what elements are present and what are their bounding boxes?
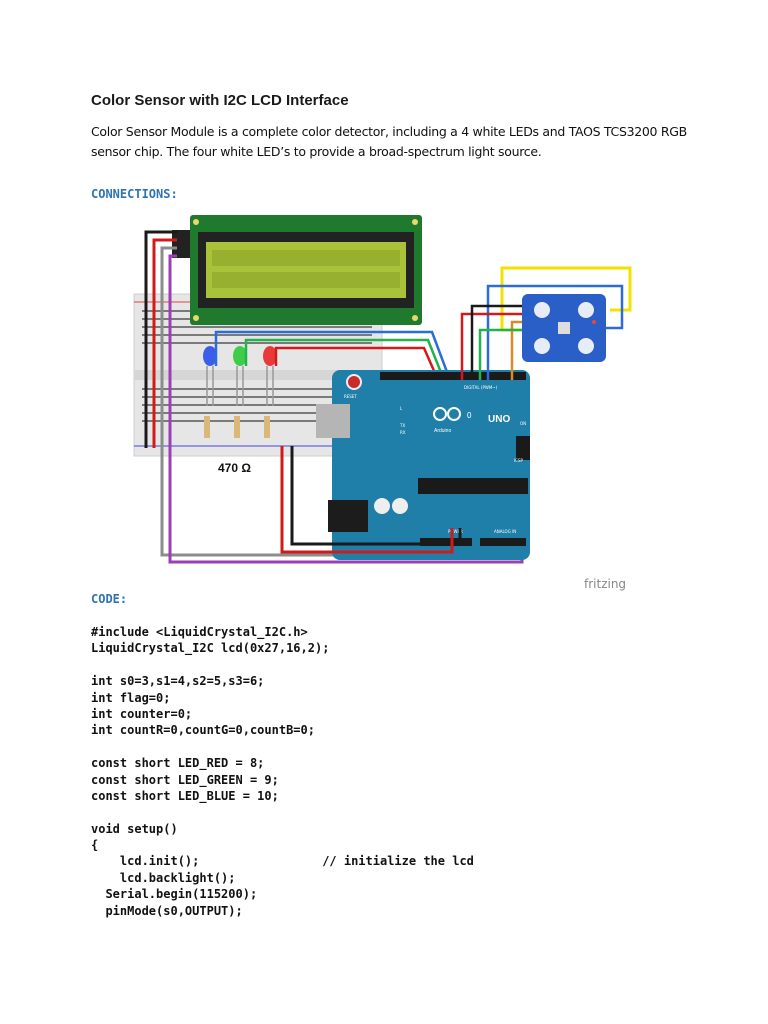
usb-port — [316, 404, 350, 438]
power-label: POWER — [448, 529, 463, 534]
code-line: lcd.init(); // initialize the lcd — [91, 854, 474, 869]
led-green — [233, 346, 247, 406]
code-heading: CODE: — [91, 592, 128, 606]
board-brand: UNO — [488, 414, 510, 425]
wire-green-sensor — [478, 328, 522, 380]
wire-orange — [510, 320, 522, 380]
rx-label: RX — [400, 430, 406, 435]
led-blue — [203, 346, 217, 406]
reset-label: RESET — [344, 394, 357, 399]
digital-label: DIGITAL (PWM~) — [464, 385, 498, 390]
resistors — [204, 416, 270, 438]
code-line: lcd.backlight(); — [91, 870, 236, 885]
code-line: int countR=0,countG=0,countB=0; — [91, 723, 315, 738]
digital-zero: 0 — [467, 411, 472, 420]
reset-button — [346, 374, 362, 390]
power-header — [420, 538, 472, 546]
code-line: Serial.begin(115200); — [91, 887, 258, 902]
intro-paragraph: Color Sensor Module is a complete color … — [91, 124, 687, 159]
wire-red-sensor — [460, 312, 522, 380]
circuit-diagram: 470 Ω RESET DIGITAL (PWM~) POWER ANALOG … — [133, 215, 632, 591]
code-line — [91, 804, 474, 820]
sensor-chip — [558, 322, 570, 334]
wire-led-green — [244, 338, 446, 381]
code-line: #include <LiquidCrystal_I2C.h> — [91, 625, 308, 639]
resistor-label: 470 Ω — [218, 461, 251, 475]
code-block: #include <LiquidCrystal_I2C.h> LiquidCrys… — [91, 624, 474, 919]
wire-black-sensor — [470, 304, 522, 380]
code-line: pinMode(s0,OUTPUT); — [91, 903, 243, 918]
wire-led-blue — [214, 330, 452, 381]
wire-ground — [290, 446, 462, 546]
connections-heading: CONNECTIONS: — [91, 187, 178, 201]
document-title: Color Sensor with I2C LCD Interface — [91, 92, 349, 109]
analog-label: ANALOG IN — [494, 529, 516, 534]
code-line: { — [91, 838, 99, 853]
code-line: int flag=0; — [91, 690, 171, 705]
sensor-dot — [592, 320, 596, 324]
led-red — [263, 346, 277, 406]
wire-vcc — [152, 238, 177, 448]
on-label: ON — [520, 421, 526, 426]
l-label: L — [400, 406, 403, 411]
code-line: int s0=3,s1=4,s2=5,s3=6; — [91, 674, 265, 689]
infinity-logo — [433, 407, 461, 421]
wire-gnd — [144, 230, 177, 448]
board-sub: Arduino — [434, 428, 451, 434]
wire-blue-sensor — [486, 284, 624, 380]
code-line: const short LED_RED = 8; — [91, 756, 265, 771]
code-line: const short LED_GREEN = 9; — [91, 772, 279, 787]
chip — [418, 478, 528, 494]
power-jack — [328, 500, 368, 532]
code-line: int counter=0; — [91, 706, 193, 721]
tx-label: TX — [399, 423, 405, 428]
code-line — [91, 657, 474, 673]
icsp-label: ICSP — [514, 458, 524, 463]
capacitors — [374, 498, 408, 514]
digital-header — [380, 372, 526, 380]
wire-led-red — [274, 346, 440, 381]
fritzing-watermark: fritzing — [584, 577, 626, 591]
code-line: LiquidCrystal_I2C lcd(0x27,16,2); — [91, 641, 330, 656]
code-line: void setup() — [91, 821, 178, 836]
code-line — [91, 739, 474, 755]
icsp-header — [516, 436, 530, 460]
wire-5v — [280, 446, 454, 554]
analog-header — [480, 538, 526, 546]
code-line: const short LED_BLUE = 10; — [91, 788, 279, 803]
